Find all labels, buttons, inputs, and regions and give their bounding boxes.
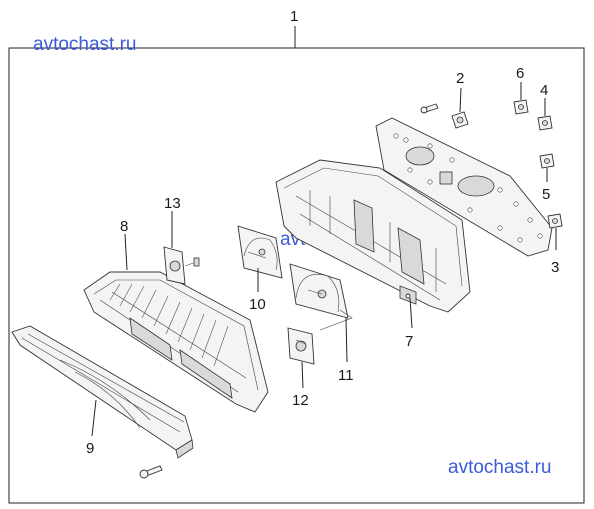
part-bulb-4 [537,115,553,131]
callout-4: 4 [540,82,548,99]
leader-7 [409,297,413,329]
screw-near-2 [420,103,439,114]
part-bulb-3 [547,213,563,229]
callout-11: 11 [338,367,354,384]
leader-9 [91,399,97,437]
part-lens [11,325,194,479]
part-gauge-left [237,225,283,279]
callout-1: 1 [290,8,298,25]
callout-8: 8 [120,218,128,235]
part-gauge-12 [287,327,315,365]
callout-13: 13 [164,195,181,212]
diagram-frame [8,47,585,504]
callout-2: 2 [456,70,464,87]
part-gauge-right [289,263,353,331]
callout-7: 7 [405,333,413,350]
part-bezel [83,271,269,413]
callout-10: 10 [249,296,266,313]
part-circuit-board [375,117,553,257]
callout-12: 12 [292,392,309,409]
part-bulb-6 [513,99,529,115]
watermark-top: avtochast.ru [33,34,137,55]
leader-12 [301,361,304,389]
part-module-13 [163,246,200,285]
callout-5: 5 [542,186,550,203]
callout-9: 9 [86,440,94,457]
callout-6: 6 [516,65,524,82]
leader-2 [459,87,462,113]
leader-11 [345,317,348,363]
part-bulb-2 [451,111,469,129]
leader-8 [124,233,128,271]
callout-3: 3 [551,259,559,276]
part-housing [275,159,471,313]
watermark-bottom: avtochast.ru [448,457,552,478]
part-bulb-5 [539,153,555,169]
